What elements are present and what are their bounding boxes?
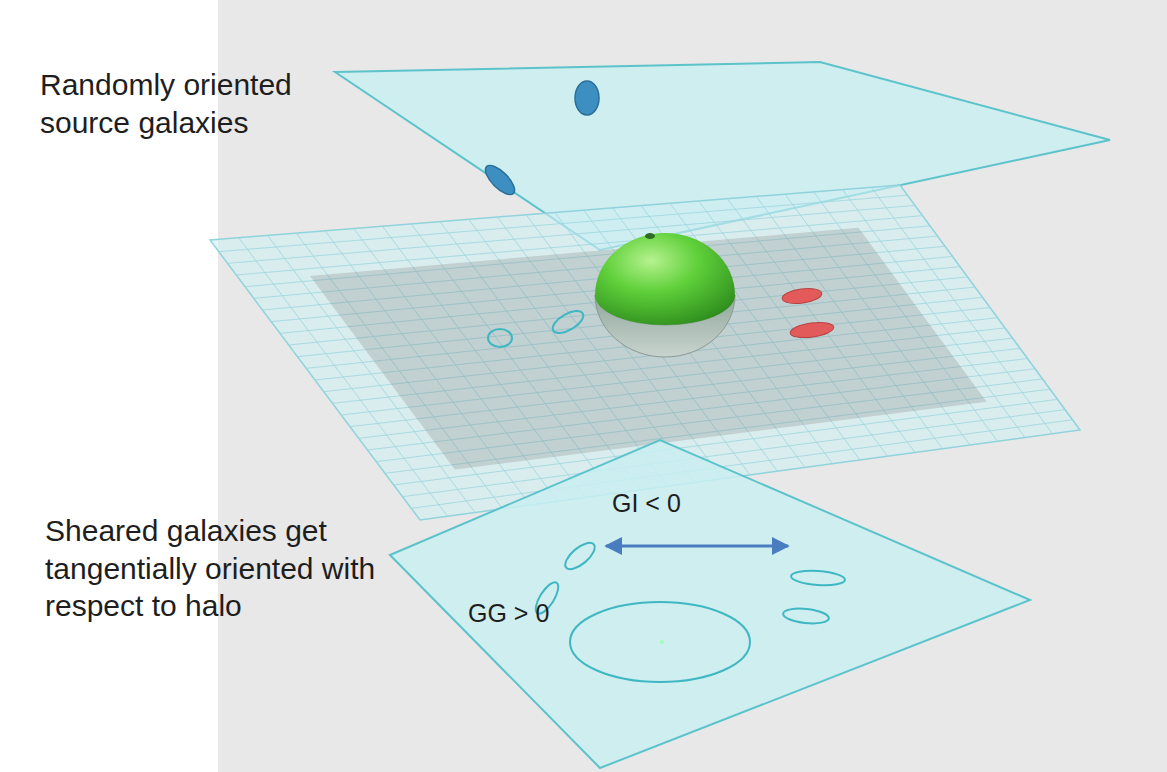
lens-galaxy (781, 286, 823, 305)
lens-plane-shade (310, 228, 987, 470)
lensed-galaxy (549, 307, 586, 338)
source-galaxy (575, 81, 599, 115)
halo-centre (660, 640, 664, 644)
lensed-galaxy (488, 329, 512, 347)
plane-label: Randomly oriented source galaxies (40, 66, 375, 141)
halo-spot (645, 233, 655, 239)
source-galaxy (481, 161, 519, 199)
halo-outline (570, 602, 750, 682)
dark-matter-halo (595, 233, 735, 325)
sheared-galaxy (782, 607, 829, 626)
gi-double-arrow (606, 545, 788, 548)
lens-galaxy (789, 320, 835, 340)
correlation-label: GG > 0 (468, 598, 598, 629)
plane-label: Sheared galaxies get tangentially orient… (45, 512, 380, 625)
sheared-galaxy (561, 538, 599, 573)
image-plane (390, 440, 1030, 768)
correlation-label: GI < 0 (612, 488, 742, 519)
sheared-galaxy (791, 569, 846, 587)
